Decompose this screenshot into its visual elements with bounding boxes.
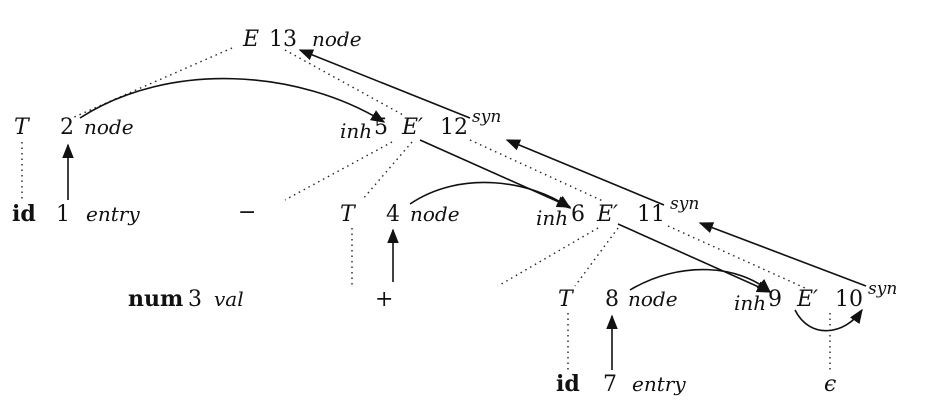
node-number: 7 bbox=[603, 372, 617, 397]
symbol: T bbox=[340, 202, 357, 227]
node-number: 11 bbox=[637, 202, 665, 227]
node-id-1: id 1 entry bbox=[12, 201, 140, 227]
edge-Eprime-minus bbox=[284, 141, 393, 201]
edge-E-T bbox=[71, 47, 233, 119]
edge-Eprime-Eprime2 bbox=[667, 225, 806, 289]
attribute: node bbox=[410, 202, 460, 226]
arrow-5-6 bbox=[419, 139, 572, 208]
inh-label: inh bbox=[536, 206, 568, 230]
inh-number: 5 bbox=[374, 115, 388, 140]
attribute: entry bbox=[632, 372, 686, 396]
attribute: node bbox=[312, 27, 362, 51]
node-number: 3 bbox=[188, 287, 202, 312]
node-Eprime-5-12: inh 5 E′ 12 syn bbox=[340, 107, 501, 143]
inh-number: 9 bbox=[768, 287, 782, 312]
node-T-8: T 8 node bbox=[558, 287, 678, 312]
node-number: 1 bbox=[56, 202, 70, 227]
syn-label: syn bbox=[472, 107, 501, 127]
symbol: id bbox=[556, 371, 580, 397]
node-id-7: id 7 entry bbox=[556, 371, 686, 397]
symbol: E′ bbox=[401, 115, 423, 140]
edge-Eprime-T2 bbox=[574, 227, 619, 287]
arrow-6-9 bbox=[617, 223, 772, 293]
plus-operator: + bbox=[375, 287, 393, 312]
node-E-13: E 13 node bbox=[242, 27, 362, 52]
node-T-4: T 4 node bbox=[340, 202, 460, 227]
attribute: entry bbox=[86, 202, 140, 226]
attribute: node bbox=[628, 287, 678, 311]
node-number: 10 bbox=[835, 287, 863, 312]
inh-label: inh bbox=[734, 291, 766, 315]
edge-Eprime-plus bbox=[497, 227, 599, 287]
syn-label: syn bbox=[868, 279, 897, 299]
arrow-11-12 bbox=[505, 139, 665, 206]
node-number: 12 bbox=[440, 115, 468, 140]
inh-number: 6 bbox=[571, 202, 585, 227]
node-number: 8 bbox=[605, 287, 619, 312]
symbol: E bbox=[242, 27, 259, 52]
epsilon: ϵ bbox=[824, 372, 836, 397]
inh-label: inh bbox=[340, 119, 372, 143]
symbol: E′ bbox=[796, 287, 818, 312]
symbol: num bbox=[128, 286, 183, 312]
arrow-9-10 bbox=[794, 308, 863, 332]
arrow-12-13 bbox=[298, 49, 471, 119]
arrow-10-11 bbox=[698, 222, 867, 287]
parse-tree-edges bbox=[21, 47, 831, 370]
attribute: val bbox=[214, 287, 244, 311]
syn-label: syn bbox=[670, 194, 699, 214]
attribute: node bbox=[84, 115, 134, 139]
node-number: 13 bbox=[269, 27, 297, 52]
symbol: id bbox=[12, 201, 36, 227]
edge-Eprime-T bbox=[361, 141, 413, 201]
node-num-3: num 3 val bbox=[128, 286, 244, 312]
symbol: T bbox=[14, 115, 31, 140]
dependency-arrows bbox=[62, 49, 867, 370]
edge-E-Eprime bbox=[284, 49, 406, 117]
node-number: 2 bbox=[60, 115, 74, 140]
arrow-4-6 bbox=[409, 181, 572, 209]
node-T-2: T 2 node bbox=[14, 115, 134, 140]
symbol: T bbox=[558, 287, 575, 312]
node-Eprime-9-10: inh 9 E′ 10 syn bbox=[734, 279, 897, 315]
minus-operator: − bbox=[238, 200, 256, 225]
arrow-2-5 bbox=[79, 77, 386, 123]
symbol: E′ bbox=[596, 202, 618, 227]
node-number: 4 bbox=[386, 202, 400, 227]
node-Eprime-6-11: inh 6 E′ 11 syn bbox=[536, 194, 699, 230]
